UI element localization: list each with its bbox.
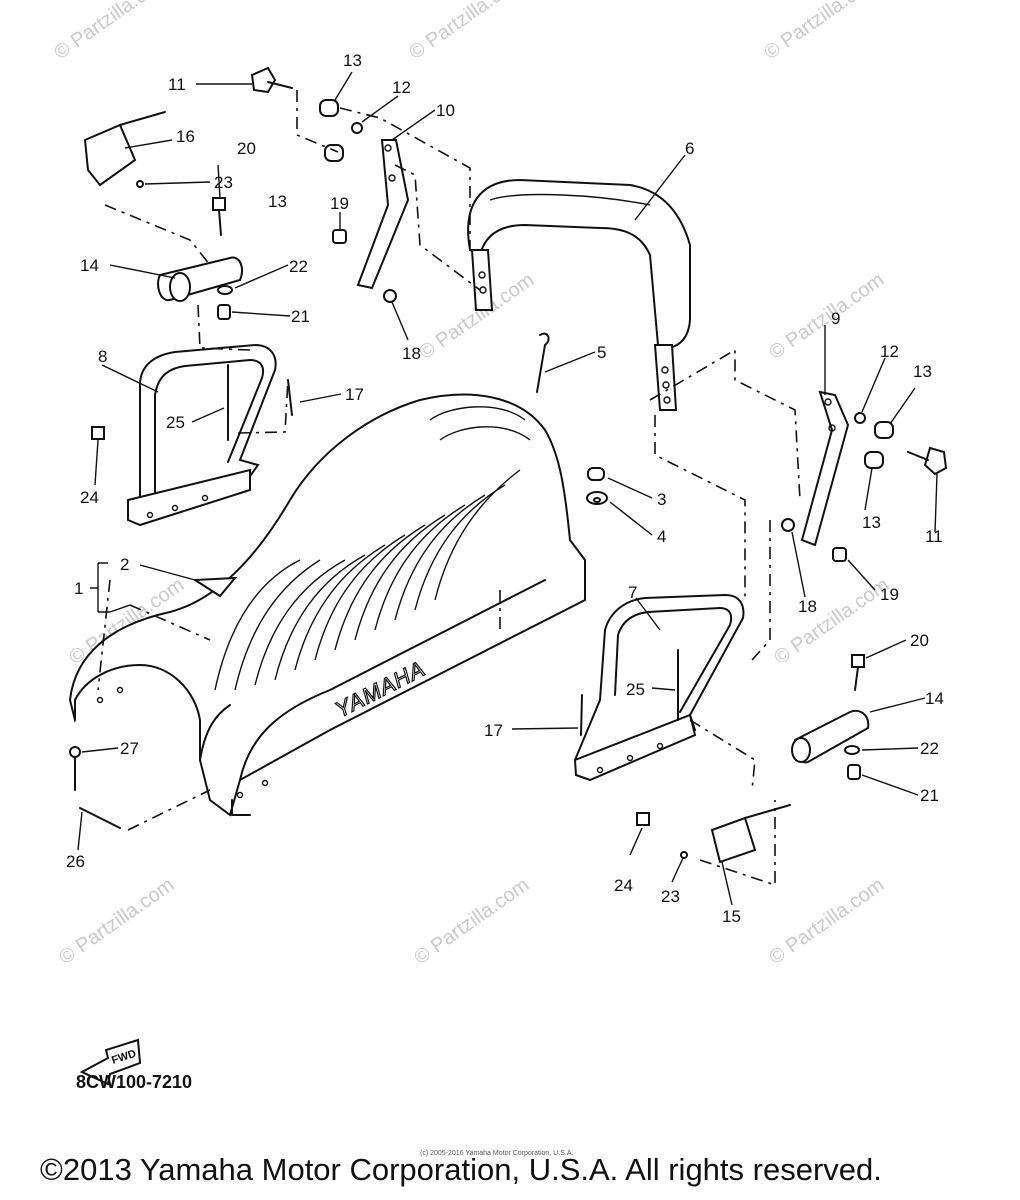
watermark: © Partzilla.com <box>50 0 173 64</box>
seat-assembly: YAMAHA <box>68 393 586 817</box>
callout-17: 17 <box>345 385 364 404</box>
callout-16: 16 <box>176 127 195 146</box>
callout-20: 20 <box>237 139 256 158</box>
callout-13: 13 <box>913 362 932 381</box>
callout-5: 5 <box>597 343 606 362</box>
callout-21: 21 <box>920 786 939 805</box>
small-copyright: (c) 2005-2016 Yamaha Motor Corporation, … <box>420 1150 574 1157</box>
callout-21: 21 <box>291 307 310 326</box>
callout-11: 11 <box>925 527 943 546</box>
seat-emblem <box>191 576 238 598</box>
grab-bar-right <box>573 593 745 782</box>
diagram-code: 8CW100-7210 <box>76 1072 193 1092</box>
watermark: © Partzilla.com <box>765 874 888 969</box>
callout-27: 27 <box>120 739 139 758</box>
watermark: © Partzilla.com <box>410 874 533 969</box>
callouts: 11 13 12 10 6 16 20 13 23 19 14 22 21 18… <box>66 51 944 926</box>
callout-18: 18 <box>798 597 817 616</box>
callout-6: 6 <box>685 139 694 158</box>
callout-3: 3 <box>657 490 666 509</box>
watermark: © Partzilla.com <box>765 269 888 364</box>
callout-1: 1 <box>74 579 83 598</box>
callout-22: 22 <box>920 739 939 758</box>
callout-14: 14 <box>925 689 944 708</box>
seat-ribs <box>214 406 531 691</box>
callout-24: 24 <box>614 876 633 895</box>
callout-13: 13 <box>268 192 287 211</box>
callout-4: 4 <box>657 527 666 546</box>
copyright-notice: ©2013 Yamaha Motor Corporation, U.S.A. A… <box>40 1152 882 1187</box>
grab-bar-left <box>127 343 277 527</box>
end-caps <box>83 111 791 864</box>
callout-8: 8 <box>98 347 107 366</box>
fwd-arrow-icon: FWD <box>79 1038 142 1086</box>
callout-24: 24 <box>80 488 99 507</box>
brackets <box>356 139 850 547</box>
hardware <box>69 66 948 859</box>
callout-14: 14 <box>80 256 99 275</box>
watermark: © Partzilla.com <box>760 0 883 64</box>
callout-22: 22 <box>289 257 308 276</box>
leader-lines <box>77 71 938 906</box>
callout-12: 12 <box>392 78 411 97</box>
callout-13: 13 <box>862 513 881 532</box>
callout-26: 26 <box>66 852 85 871</box>
callout-13: 13 <box>343 51 362 70</box>
callout-15: 15 <box>722 907 741 926</box>
callout-10: 10 <box>436 101 455 120</box>
assembly-lines <box>97 90 801 887</box>
callout-19: 19 <box>330 194 349 213</box>
callout-20: 20 <box>910 631 929 650</box>
callout-23: 23 <box>661 887 680 906</box>
callout-12: 12 <box>880 342 899 361</box>
callout-17: 17 <box>484 721 503 740</box>
callout-2: 2 <box>120 555 129 574</box>
watermark: © Partzilla.com <box>405 0 528 64</box>
callout-11: 11 <box>168 75 186 94</box>
callout-18: 18 <box>402 344 421 363</box>
callout-7: 7 <box>628 583 637 602</box>
callout-19: 19 <box>880 585 899 604</box>
callout-23: 23 <box>214 173 233 192</box>
callout-25: 25 <box>166 413 185 432</box>
callout-25: 25 <box>626 680 645 699</box>
callout-9: 9 <box>831 309 840 328</box>
watermark: © Partzilla.com <box>55 874 178 969</box>
bar-clamps <box>157 256 870 764</box>
